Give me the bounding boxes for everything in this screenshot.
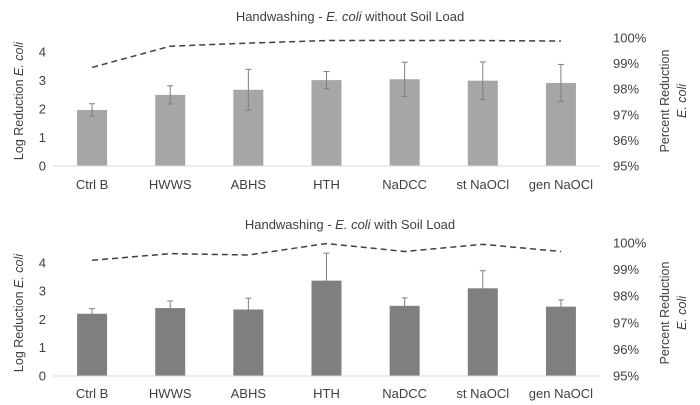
chart-top-y2-tick-label: 97% <box>613 107 639 122</box>
chart-top-x-tick-label: Ctrl B <box>76 177 109 192</box>
chart-top-bar <box>311 80 342 166</box>
chart-top-y2-axis-label-organism: E. coli <box>675 83 689 118</box>
chart-bottom-y-axis-label: Log Reduction E. coli <box>12 253 26 372</box>
chart-bottom-y2-tick-label: 97% <box>613 315 639 330</box>
chart-top-y2-tick-label: 99% <box>613 56 639 71</box>
chart-top-y-axis-label: Log Reduction E. coli <box>12 41 26 160</box>
chart-top-y-tick-label: 2 <box>39 102 46 117</box>
chart-top-error-bar <box>557 63 564 102</box>
chart-bottom-x-tick-label: ABHS <box>231 386 267 401</box>
chart-bottom-y2-axis-label-organism: E. coli <box>675 295 689 330</box>
chart-top-x-tick-label: ABHS <box>231 177 267 192</box>
chart-top-title: Handwashing - E. coli without Soil Load <box>236 9 464 24</box>
chart-top: Handwashing - E. coli without Soil Load … <box>12 9 689 192</box>
chart-top-y2-tick-label: 96% <box>613 133 639 148</box>
chart-bottom-error-bar <box>479 270 486 307</box>
chart-bottom-bar <box>389 305 420 376</box>
chart-bottom-y-tick-label: 0 <box>39 369 46 384</box>
chart-bottom-error-bar <box>557 299 564 314</box>
chart-top-y2-tick-label: 100% <box>613 31 647 46</box>
chart-bottom-bar <box>77 313 108 376</box>
chart-bottom-x-tick-label: Ctrl B <box>76 386 109 401</box>
chart-bottom-x-tick-label: HWWS <box>149 386 192 401</box>
chart-bottom-error-bar <box>323 252 330 309</box>
chart-top-y-tick-label: 0 <box>39 159 46 174</box>
chart-top-x-tick-label: st NaOCl <box>456 177 509 192</box>
chart-top-y-tick-label: 3 <box>39 73 46 88</box>
chart-top-x-tick-label: HTH <box>313 177 340 192</box>
chart-top-error-bar <box>167 85 174 105</box>
chart-bottom-y2-tick-label: 100% <box>613 236 647 251</box>
chart-top-bar <box>155 94 186 166</box>
chart-top-error-bar <box>401 61 408 97</box>
chart-bottom-percent-reduction-line <box>92 242 561 262</box>
chart-bottom-error-bar <box>401 297 408 315</box>
chart-bottom-error-bar <box>89 308 96 320</box>
chart-bottom-title: Handwashing - E. coli with Soil Load <box>245 217 455 232</box>
chart-bottom-error-bar <box>167 300 174 316</box>
chart-bottom-x-tick-label: st NaOCl <box>456 386 509 401</box>
chart-bottom: Handwashing - E. coli with Soil Load Log… <box>12 217 689 401</box>
chart-bottom-y2-tick-label: 98% <box>613 289 639 304</box>
chart-top-x-tick-label: NaDCC <box>382 177 427 192</box>
chart-top-bar <box>77 109 108 166</box>
chart-top-y-tick-label: 1 <box>39 130 46 145</box>
chart-bottom-bar <box>545 306 576 376</box>
chart-bottom-y2-axis-label: Percent Reduction <box>658 262 672 365</box>
chart-bottom-plot-area: 0 1 2 3 4 95% 96% 97% 98% 99% 100% Ctrl B HWWS ABHS HT… <box>39 236 647 402</box>
chart-bottom-y-tick-label: 3 <box>39 284 46 299</box>
chart-top-y2-tick-label: 98% <box>613 82 639 97</box>
chart-top-error-bar <box>479 61 486 100</box>
chart-bottom-y-tick-label: 2 <box>39 312 46 327</box>
chart-top-plot-area: 0 1 2 3 4 95% 96% 97% 98% 99% 100% Ctrl B HWWS ABHS HT… <box>39 31 647 193</box>
chart-bottom-x-tick-label: gen NaOCl <box>529 386 593 401</box>
chart-bottom-y-tick-label: 1 <box>39 340 46 355</box>
chart-bottom-y-tick-label: 4 <box>39 255 46 270</box>
chart-top-y-tick-label: 4 <box>39 45 46 60</box>
chart-bottom-y2-tick-label: 96% <box>613 342 639 357</box>
chart-bottom-error-bar <box>245 297 252 322</box>
chart-bottom-x-tick-label: NaDCC <box>382 386 427 401</box>
chart-bottom-y2-tick-label: 99% <box>613 262 639 277</box>
chart-top-error-bar <box>245 68 252 111</box>
chart-top-percent-reduction-line <box>91 39 561 69</box>
chart-bottom-bar <box>155 308 186 376</box>
chart-bottom-y2-tick-label: 95% <box>613 369 639 384</box>
chart-bottom-x-tick-label: HTH <box>313 386 340 401</box>
chart-top-y2-tick-label: 95% <box>613 159 639 174</box>
chart-top-error-bar <box>89 103 96 117</box>
chart-top-error-bar <box>323 71 330 90</box>
chart-top-y2-axis-label: Percent Reduction <box>658 50 672 153</box>
chart-top-x-tick-label: HWWS <box>149 177 192 192</box>
chart-top-x-tick-label: gen NaOCl <box>529 177 593 192</box>
